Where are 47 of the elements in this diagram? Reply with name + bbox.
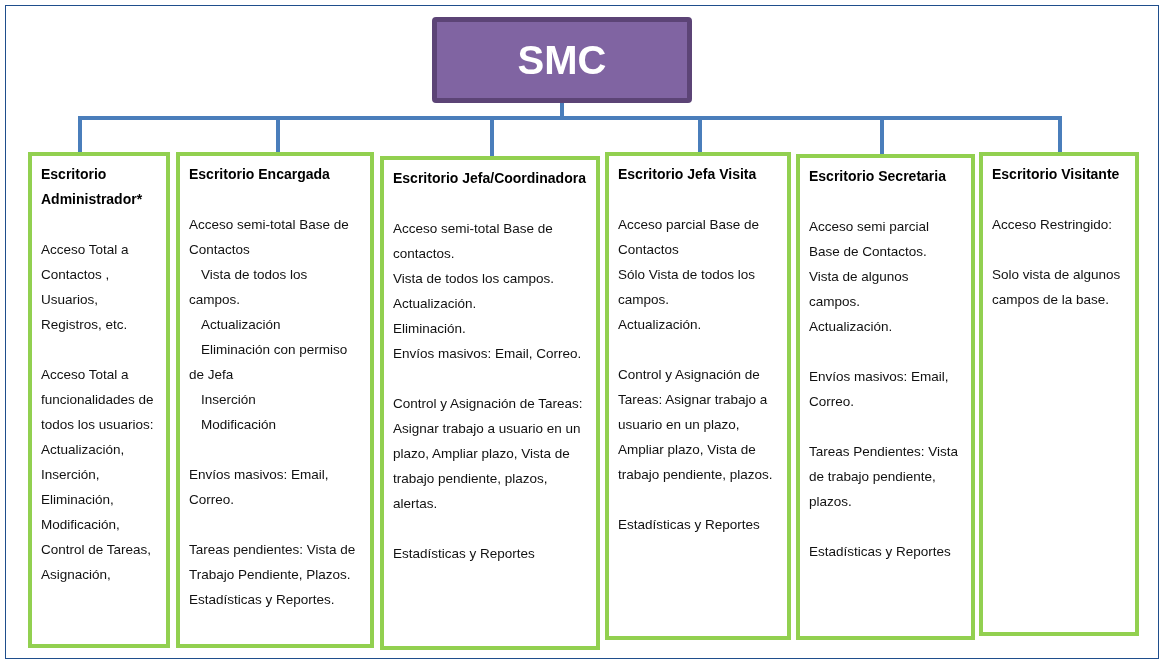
permission-text: Eliminación con permiso de Jefa [189, 341, 349, 384]
permission-text: Inserción [200, 391, 257, 409]
role-box [380, 156, 600, 650]
permission-text: Estadísticas y Reportes [393, 545, 536, 563]
permission-text: Actualización. [809, 318, 894, 336]
box-heading: Escritorio Visitante [992, 165, 1121, 184]
permission-text: Tareas Pendientes: Vista de trabajo pendiente, plazos. [809, 443, 960, 511]
permission-text: Estadísticas y Reportes [618, 516, 761, 534]
permission-text: Estadísticas y Reportes [809, 543, 952, 561]
permission-text: Estadísticas y Reportes. [189, 591, 336, 609]
permission-text: Asignar trabajo a usuario en un plazo, Ampliar plazo, Vista de trabajo pendiente, plazos, alertas. [393, 420, 582, 513]
permission-text: Solo vista de algunos campos de la base. [992, 266, 1122, 309]
title-box [432, 17, 692, 103]
permission-text: Control y Asignación de Tareas: [393, 395, 584, 413]
box-heading: Escritorio Administrador* [41, 165, 144, 209]
role-box [979, 152, 1139, 636]
permission-text: Vista de todos los campos. [189, 266, 309, 309]
permission-text: Tareas pendientes: Vista de Trabajo Pendiente, Plazos. [189, 541, 357, 584]
box-heading: Escritorio Secretaria [809, 167, 947, 186]
role-box [176, 152, 374, 648]
permission-text: Modificación [200, 416, 278, 434]
permission-text: Acceso semi parcial Base de Contactos. [809, 218, 931, 261]
permission-text: Vista de algunos campos. [809, 268, 910, 311]
permission-text: Actualización [200, 316, 282, 334]
permission-text: Envíos masivos: Email, Correo. [189, 466, 330, 509]
permission-text: Sólo Vista de todos los campos. [618, 266, 757, 309]
role-box [796, 154, 975, 640]
role-box [28, 152, 170, 648]
permission-text: Envíos masivos: Email, Correo. [809, 368, 950, 411]
role-box [605, 152, 791, 640]
box-heading: Escritorio Jefa Visita [618, 165, 758, 184]
permission-text: Acceso Total a Contactos , Usuarios, Registros, etc. [41, 241, 130, 334]
box-heading: Escritorio Encargada [189, 165, 331, 184]
permission-text: Envíos masivos: Email, Correo. [393, 345, 583, 363]
permission-text: Actualización. [618, 316, 703, 334]
permission-text: Acceso Restringido: [992, 216, 1114, 234]
permission-text: Acceso semi-total Base de contactos. [393, 220, 554, 263]
box-heading: Escritorio Jefa/Coordinadora [393, 169, 587, 188]
permission-text: Vista de todos los campos. [393, 270, 556, 288]
permission-text: Acceso parcial Base de Contactos [618, 216, 761, 259]
permission-text: Control y Asignación de Tareas: Asignar trabajo a usuario en un plazo, Ampliar plazo, Vista de trabajo pendiente, plazos. [618, 366, 774, 484]
permission-text: Acceso Total a funcionalidades de todos los usuarios: Actualización, Inserción, Eliminación, Modificación, Control de Tareas, Asignación, [41, 366, 155, 584]
connector-line [560, 103, 1062, 152]
permission-text: Actualización. [393, 295, 478, 313]
permission-text: Acceso semi-total Base de Contactos [189, 216, 350, 259]
title-text: SMC [517, 37, 607, 84]
permission-text: Eliminación. [393, 320, 467, 338]
